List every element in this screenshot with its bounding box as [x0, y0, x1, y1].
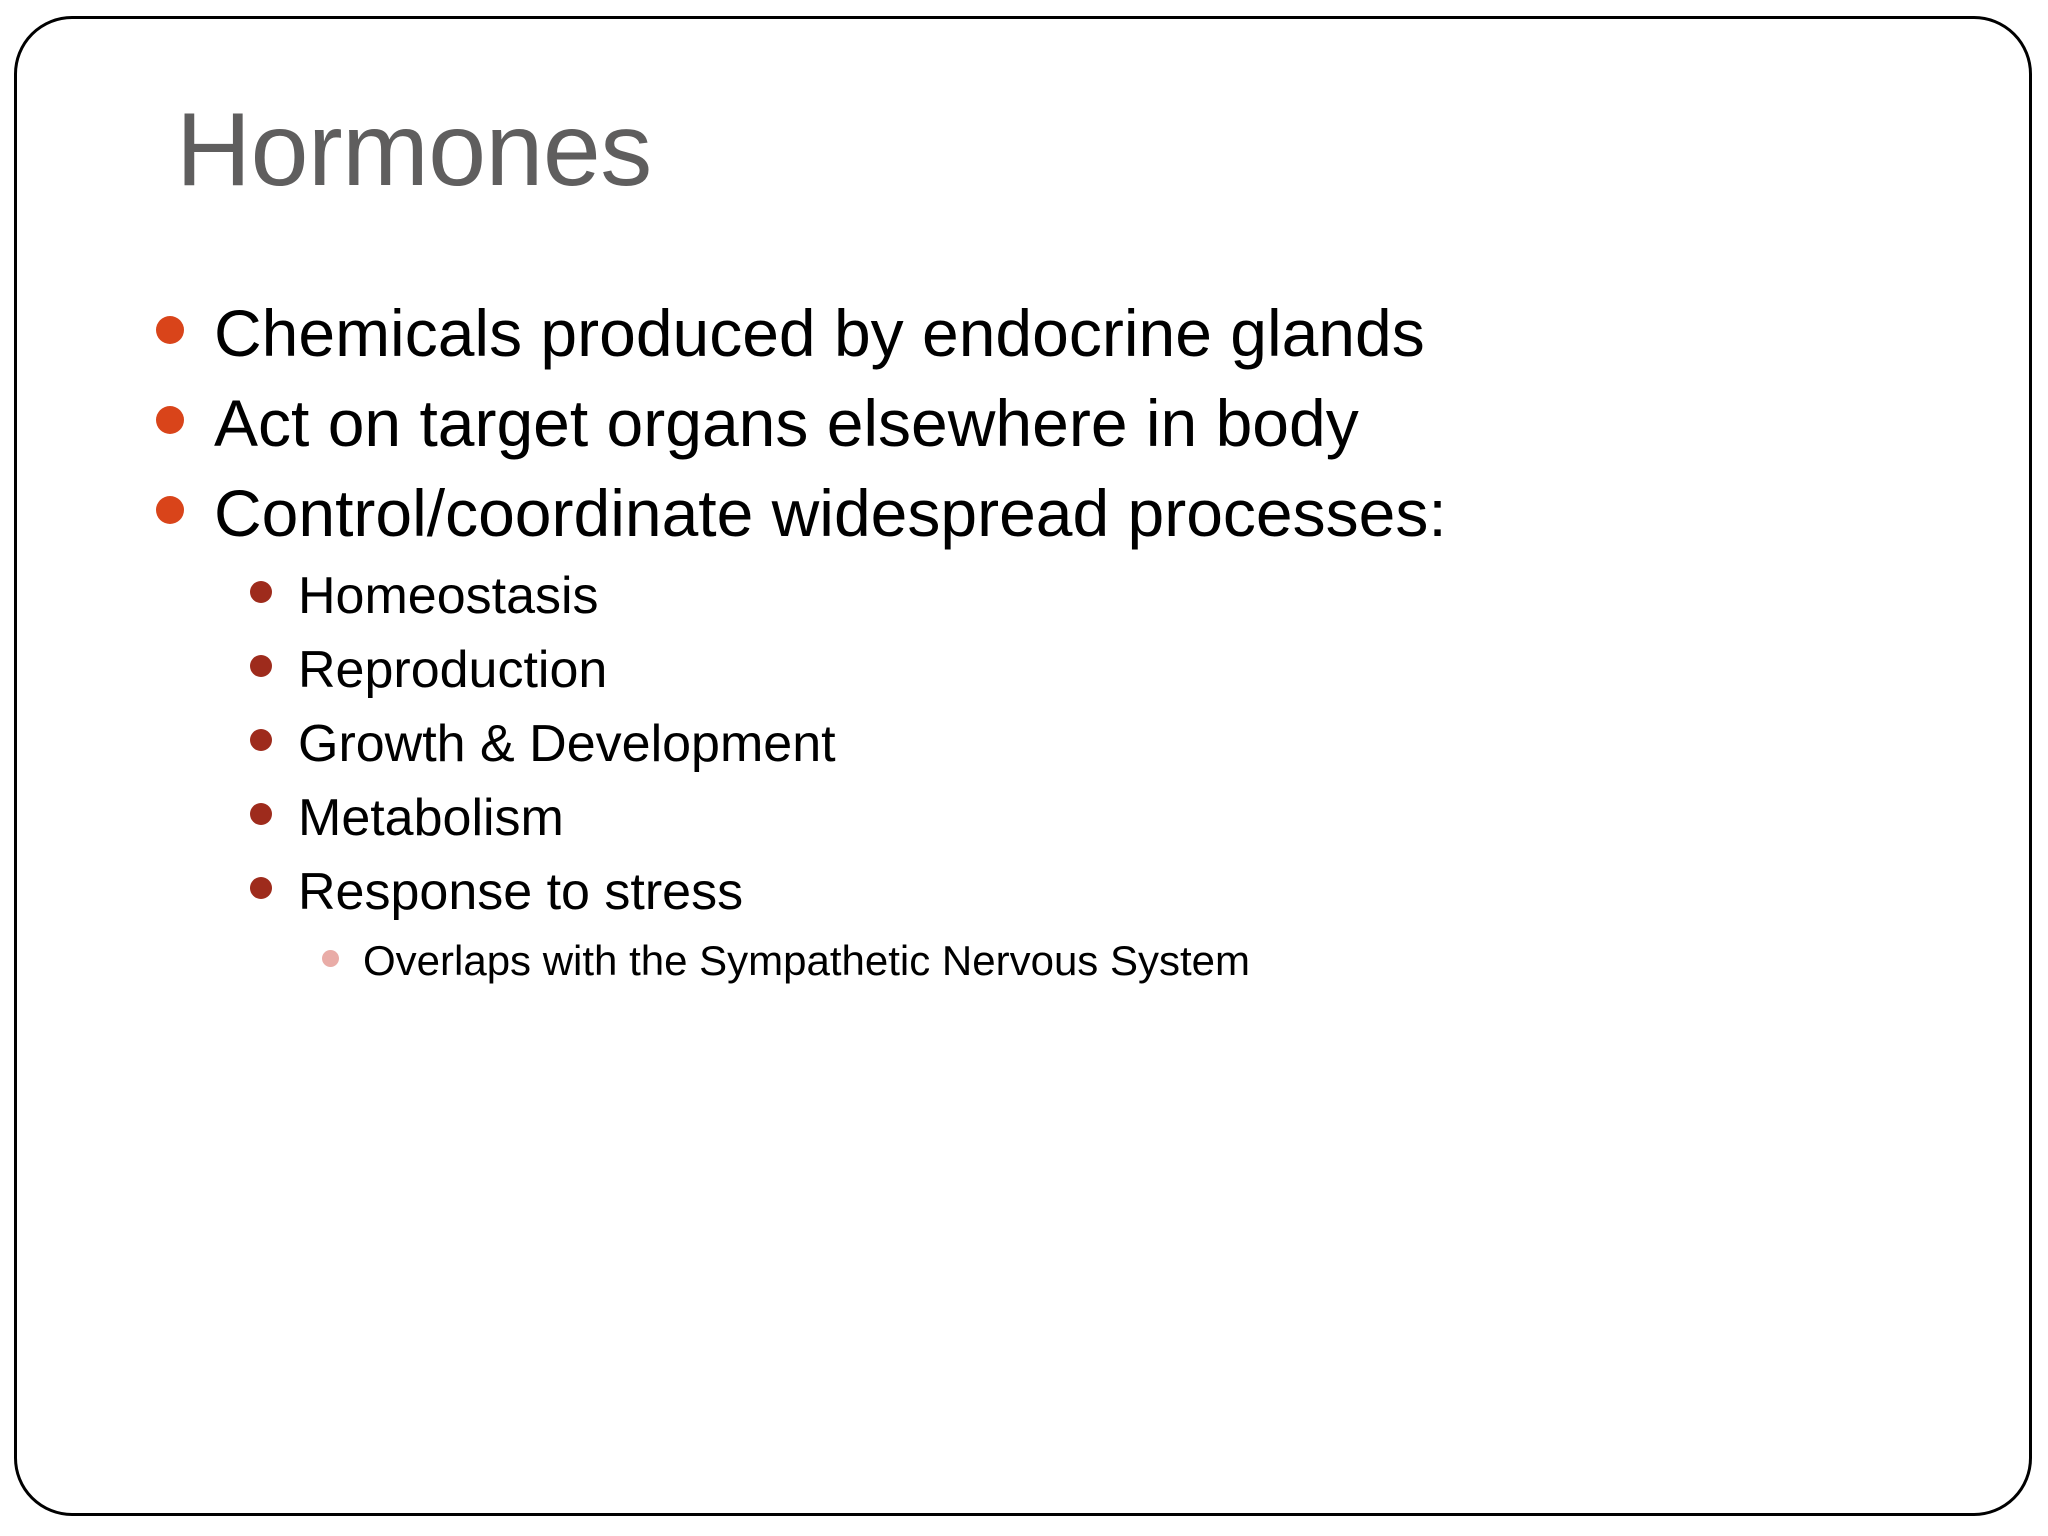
disc-bullet-icon	[250, 581, 272, 603]
page-title: Hormones	[176, 92, 652, 208]
list-item: Homeostasis	[0, 570, 2048, 622]
list-item-label: Response to stress	[298, 863, 744, 921]
list-item: Overlaps with the Sympathetic Nervous Sy…	[0, 940, 2048, 982]
list-item: Response to stress	[0, 866, 2048, 918]
disc-bullet-icon	[156, 316, 184, 344]
slide-border-frame	[14, 16, 2032, 1516]
disc-bullet-icon	[156, 496, 184, 524]
list-item: Act on target organs elsewhere in body	[0, 390, 2048, 456]
disc-bullet-icon	[250, 655, 272, 677]
disc-bullet-icon	[250, 729, 272, 751]
list-item-label: Chemicals produced by endocrine glands	[214, 296, 1425, 370]
list-item-label: Overlaps with the Sympathetic Nervous Sy…	[363, 937, 1251, 984]
list-item-label: Act on target organs elsewhere in body	[214, 386, 1359, 460]
list-item: Chemicals produced by endocrine glands	[0, 300, 2048, 366]
list-item: Reproduction	[0, 644, 2048, 696]
list-item-label: Reproduction	[298, 641, 608, 699]
list-item: Growth & Development	[0, 718, 2048, 770]
list-item-label: Growth & Development	[298, 715, 836, 773]
list-item-label: Metabolism	[298, 789, 564, 847]
slide-body-list: Chemicals produced by endocrine glands A…	[0, 300, 2048, 1002]
disc-bullet-icon	[322, 950, 339, 967]
list-item-label: Homeostasis	[298, 567, 599, 625]
list-item: Metabolism	[0, 792, 2048, 844]
disc-bullet-icon	[250, 803, 272, 825]
disc-bullet-icon	[250, 877, 272, 899]
list-item-label: Control/coordinate widespread processes:	[214, 476, 1447, 550]
disc-bullet-icon	[156, 406, 184, 434]
list-item: Control/coordinate widespread processes:	[0, 480, 2048, 546]
